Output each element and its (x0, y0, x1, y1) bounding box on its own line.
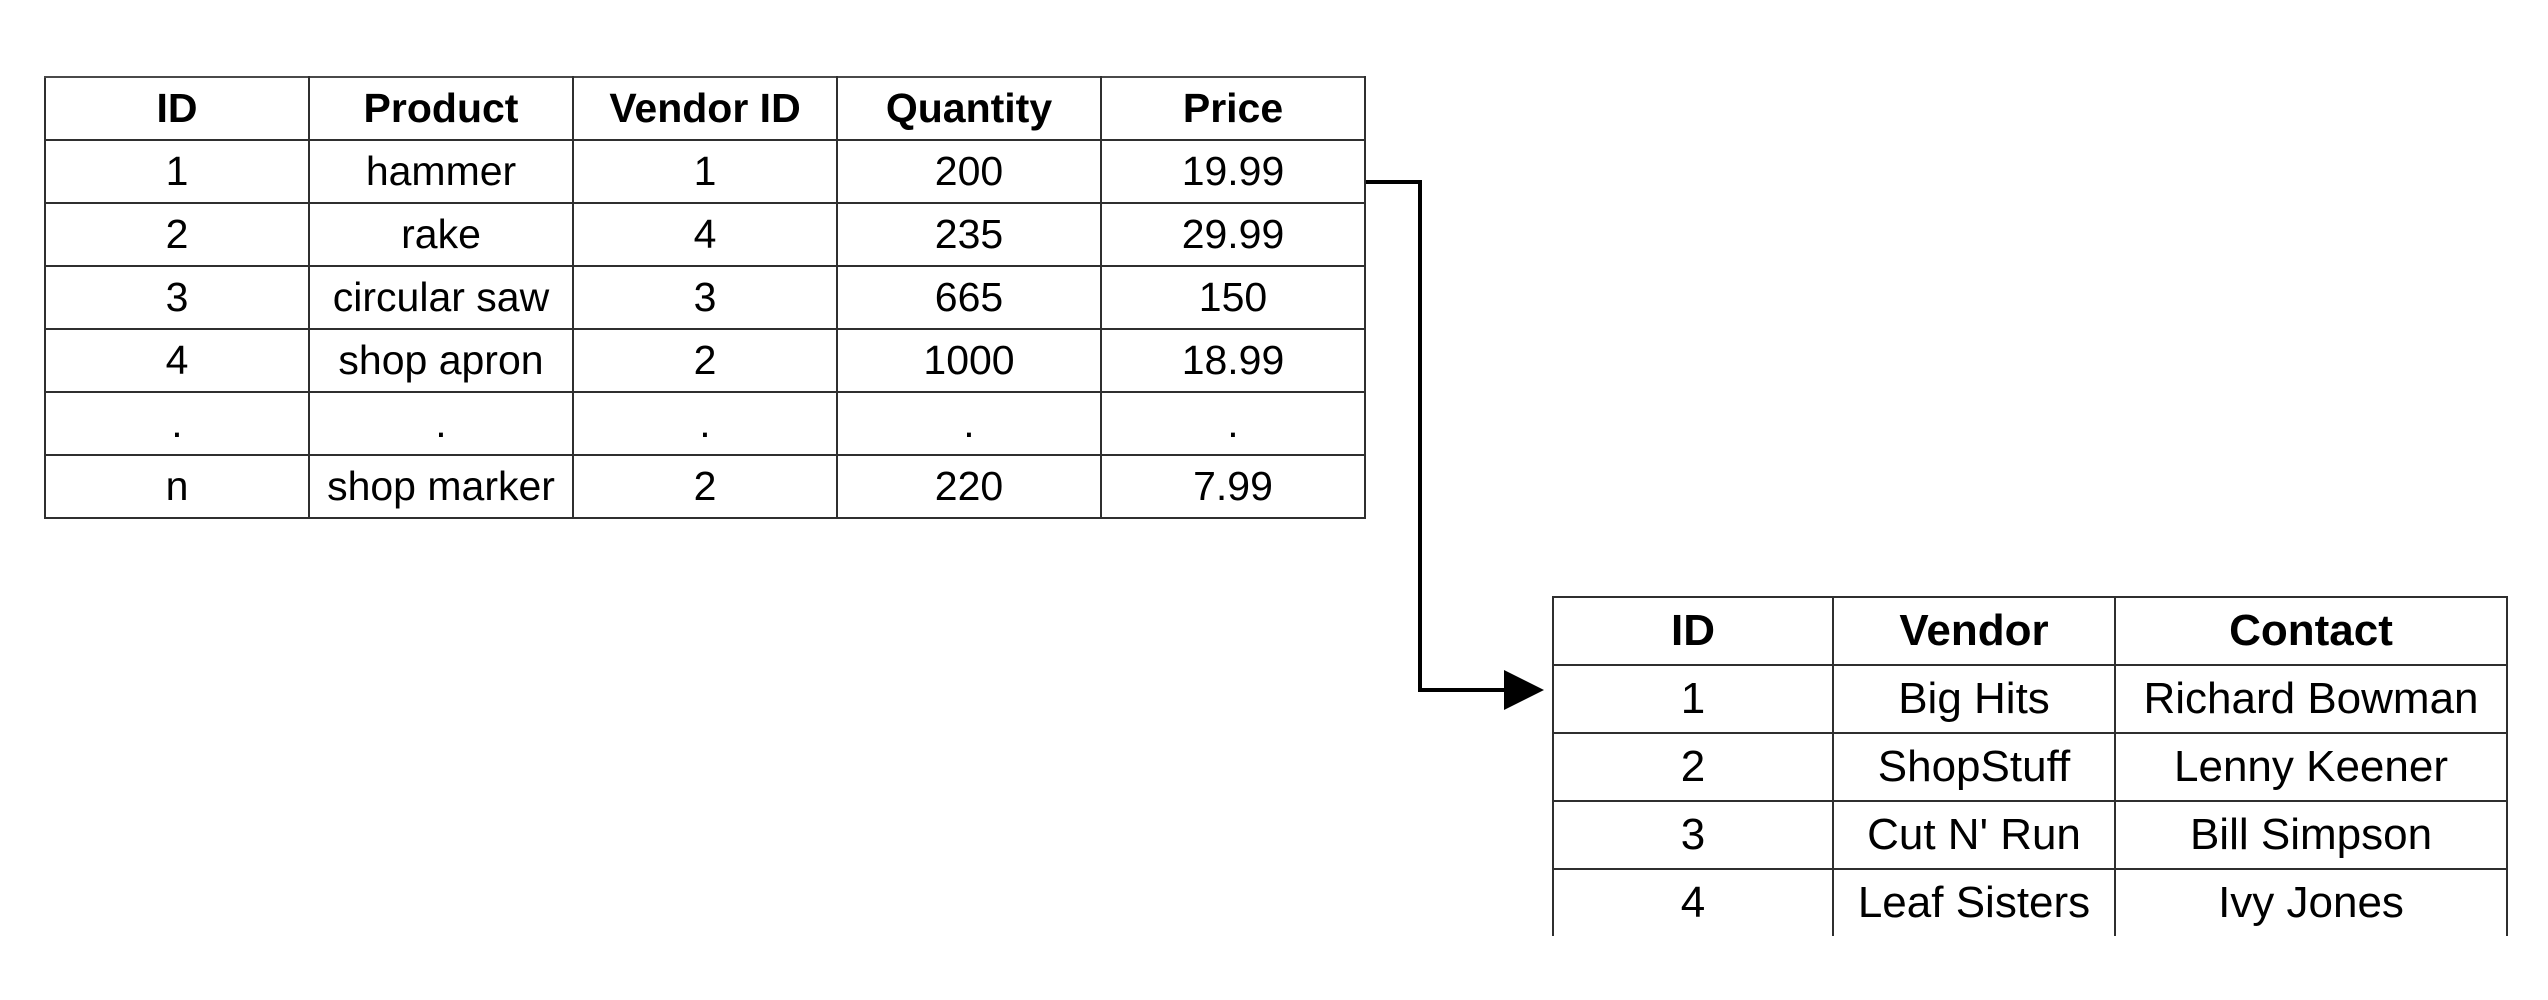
vendors-header-contact: Contact (2114, 596, 2508, 666)
table-row: 4 shop apron 2 1000 18.99 (44, 328, 1366, 393)
table-cell: shop marker (308, 454, 574, 519)
table-cell: hammer (308, 139, 574, 204)
table-row: 2 ShopStuff Lenny Keener (1552, 732, 2508, 802)
table-cell: 18.99 (1100, 328, 1366, 393)
table-cell: 1 (44, 139, 310, 204)
table-cell: 220 (836, 454, 1102, 519)
table-cell: 2 (1552, 732, 1834, 802)
table-cell: 2 (572, 328, 838, 393)
table-row: 3 circular saw 3 665 150 (44, 265, 1366, 330)
table-row: 2 rake 4 235 29.99 (44, 202, 1366, 267)
vendors-header-vendor: Vendor (1832, 596, 2116, 666)
table-cell: . (44, 391, 310, 456)
table-cell: . (308, 391, 574, 456)
table-cell: circular saw (308, 265, 574, 330)
table-cell: 29.99 (1100, 202, 1366, 267)
table-cell: 150 (1100, 265, 1366, 330)
table-cell: . (572, 391, 838, 456)
table-cell: 7.99 (1100, 454, 1366, 519)
vendors-header-row: ID Vendor Contact (1552, 596, 2508, 666)
products-header-price: Price (1100, 76, 1366, 141)
table-cell: Big Hits (1832, 664, 2116, 734)
table-cell: Leaf Sisters (1832, 868, 2116, 936)
table-cell: 3 (572, 265, 838, 330)
table-cell: Lenny Keener (2114, 732, 2508, 802)
table-row: 1 Big Hits Richard Bowman (1552, 664, 2508, 734)
table-cell: Bill Simpson (2114, 800, 2508, 870)
table-cell: 4 (1552, 868, 1834, 936)
table-cell: 2 (44, 202, 310, 267)
table-cell: 4 (44, 328, 310, 393)
table-cell: 2 (572, 454, 838, 519)
table-cell: 19.99 (1100, 139, 1366, 204)
table-cell: 4 (572, 202, 838, 267)
table-cell: 3 (44, 265, 310, 330)
products-header-id: ID (44, 76, 310, 141)
table-row: 3 Cut N' Run Bill Simpson (1552, 800, 2508, 870)
table-cell: ShopStuff (1832, 732, 2116, 802)
table-row-ellipsis: . . . . . (44, 391, 1366, 456)
products-table: ID Product Vendor ID Quantity Price 1 ha… (44, 76, 1366, 519)
table-cell: rake (308, 202, 574, 267)
table-cell: shop apron (308, 328, 574, 393)
table-cell: Cut N' Run (1832, 800, 2116, 870)
table-cell: 665 (836, 265, 1102, 330)
products-header-vendor-id: Vendor ID (572, 76, 838, 141)
table-cell: 1000 (836, 328, 1102, 393)
table-cell: 1 (572, 139, 838, 204)
table-cell: n (44, 454, 310, 519)
products-header-row: ID Product Vendor ID Quantity Price (44, 76, 1366, 141)
table-cell: 235 (836, 202, 1102, 267)
products-header-product: Product (308, 76, 574, 141)
table-cell: . (1100, 391, 1366, 456)
table-cell: Richard Bowman (2114, 664, 2508, 734)
vendors-table: ID Vendor Contact 1 Big Hits Richard Bow… (1552, 596, 2508, 936)
vendors-header-id: ID (1552, 596, 1834, 666)
table-cell: Ivy Jones (2114, 868, 2508, 936)
table-cell: . (836, 391, 1102, 456)
table-cell: 200 (836, 139, 1102, 204)
table-cell: 1 (1552, 664, 1834, 734)
table-row: n shop marker 2 220 7.99 (44, 454, 1366, 519)
table-row: 4 Leaf Sisters Ivy Jones (1552, 868, 2508, 936)
connector-arrow-icon (1366, 180, 1544, 710)
products-header-quantity: Quantity (836, 76, 1102, 141)
table-row: 1 hammer 1 200 19.99 (44, 139, 1366, 204)
table-cell: 3 (1552, 800, 1834, 870)
